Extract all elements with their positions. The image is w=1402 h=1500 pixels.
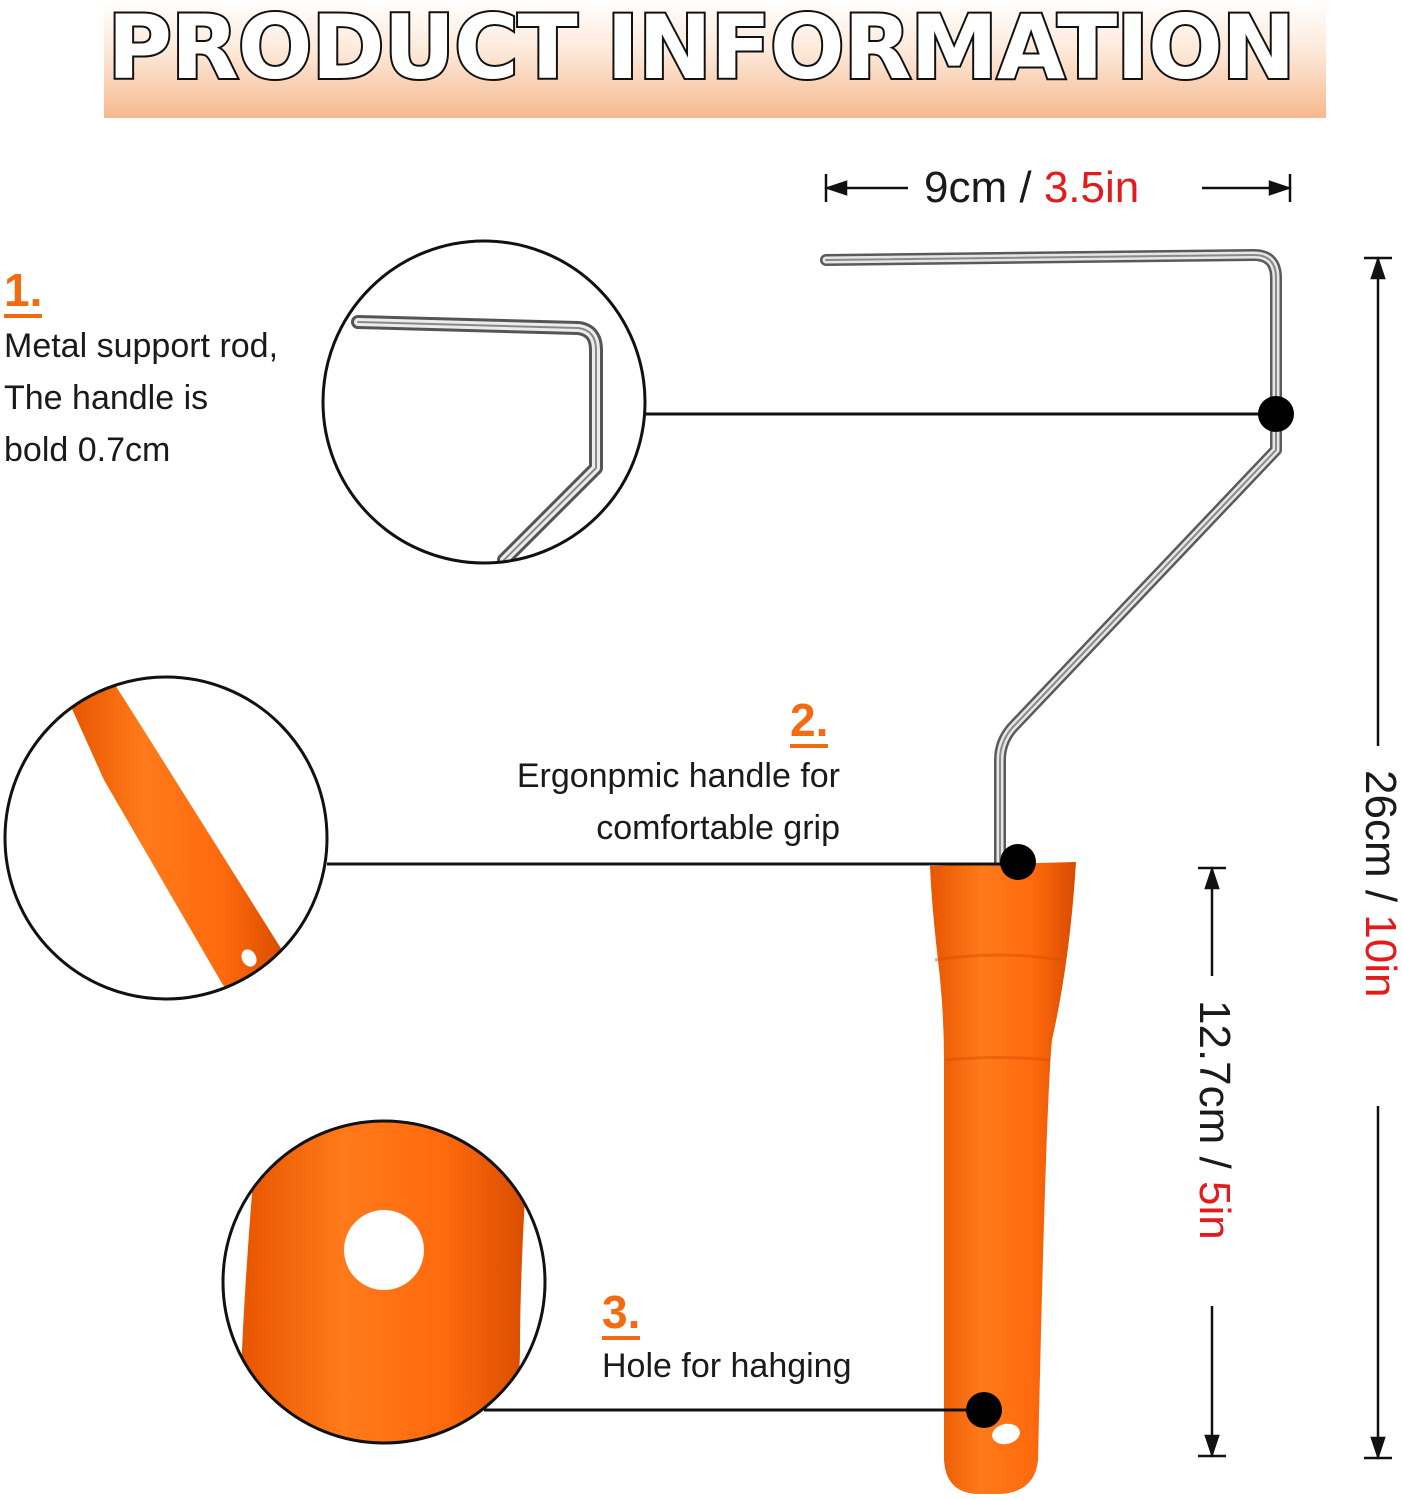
width-dimension-label: 9cm / 3.5in xyxy=(924,166,1139,210)
handle-imperial: 5in xyxy=(1190,1181,1239,1240)
height-dimension-arrows xyxy=(1364,256,1392,1460)
callout-dots xyxy=(966,396,1294,1428)
width-metric: 9cm xyxy=(924,163,1008,212)
title-banner xyxy=(104,0,1326,118)
handle-zoom-circle xyxy=(3,675,329,1001)
height-separator: / xyxy=(1356,889,1402,903)
feature-3-description: Hole for hahging xyxy=(602,1340,852,1392)
width-dimension-arrows xyxy=(824,174,1292,202)
feature-1-line: The handle is xyxy=(4,379,209,417)
feature-2-line: Ergonpmic handle for xyxy=(516,757,840,795)
height-metric: 26cm xyxy=(1356,770,1402,878)
feature-1-line: Metal support rod, xyxy=(4,327,279,365)
leader-lines xyxy=(327,412,1276,1412)
feature-2-number: 2. xyxy=(790,694,829,748)
feature-1-description: Metal support rod, The handle is bold 0.… xyxy=(4,320,278,476)
feature-1-line: bold 0.7cm xyxy=(4,431,171,469)
handle-metric: 12.7cm xyxy=(1190,1000,1239,1145)
feature-1-number: 1. xyxy=(4,264,43,318)
feature-2-line: comfortable grip xyxy=(596,809,840,847)
handle-separator: / xyxy=(1190,1156,1239,1169)
metal-rod-zoom-circle xyxy=(321,239,647,565)
feature-2-description: Ergonpmic handle for comfortable grip xyxy=(517,750,840,854)
height-dimension-label: 26cm / 10in xyxy=(1356,770,1402,998)
hole-zoom-circle xyxy=(221,1119,547,1445)
metal-rod xyxy=(820,249,1282,876)
height-imperial: 10in xyxy=(1356,914,1402,998)
feature-3-line: Hole for hahging xyxy=(602,1347,852,1385)
width-separator: / xyxy=(1019,163,1032,212)
width-imperial: 3.5in xyxy=(1043,163,1140,212)
orange-handle xyxy=(930,862,1076,1494)
handle-dimension-arrows xyxy=(1198,866,1226,1458)
page-title: PRODUCT INFORMATION xyxy=(106,0,1298,99)
handle-dimension-label: 12.7cm / 5in xyxy=(1190,1000,1239,1240)
feature-3-number: 3. xyxy=(602,1286,641,1340)
